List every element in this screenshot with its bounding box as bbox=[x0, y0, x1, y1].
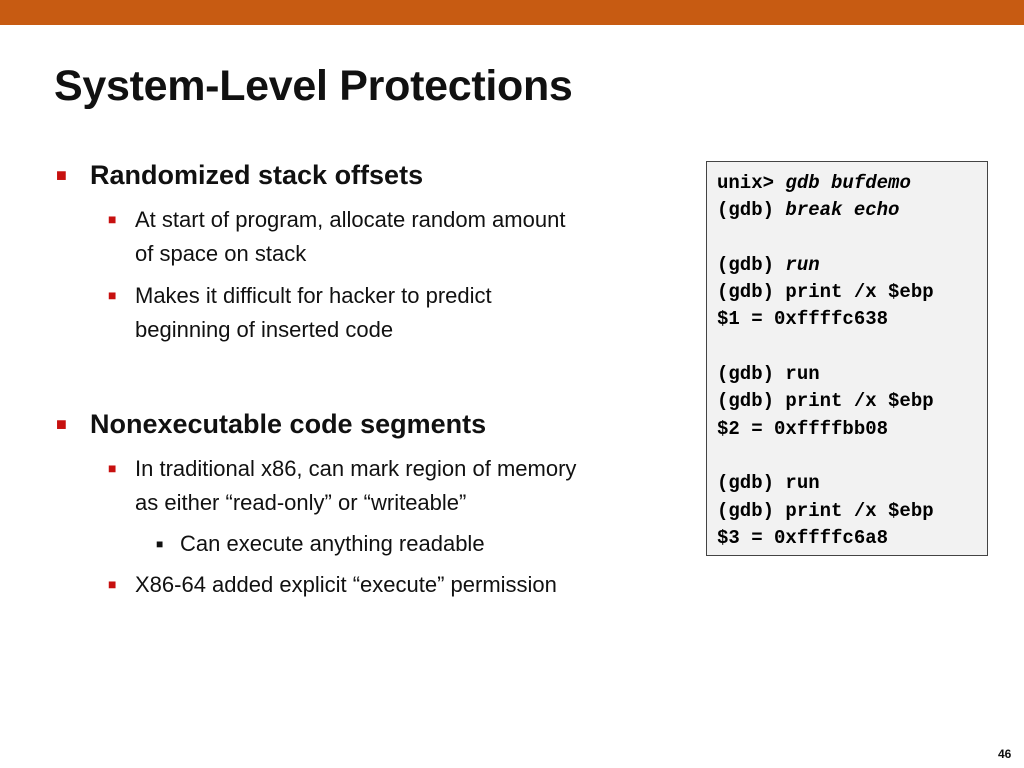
sub-sub-bullet-execute-readable: ■ Can execute anything readable bbox=[156, 527, 485, 561]
bullet-nonexecutable: ■ Nonexecutable code segments bbox=[56, 407, 487, 441]
square-bullet-icon: ■ bbox=[108, 287, 117, 303]
sub-bullet-line: as either “read-only” or “writeable” bbox=[135, 490, 467, 515]
square-bullet-icon: ■ bbox=[108, 576, 117, 592]
gdb-code-box: unix> gdb bufdemo (gdb) break echo (gdb)… bbox=[706, 161, 988, 556]
top-accent-bar bbox=[0, 0, 1024, 25]
code-line: (gdb) print /x $ebp bbox=[717, 281, 934, 304]
bullet-randomized-stack: ■ Randomized stack offsets bbox=[56, 158, 424, 192]
code-line: (gdb) run bbox=[717, 253, 820, 276]
sub-bullet-traditional-x86: ■ In traditional x86, can mark region of… bbox=[108, 452, 577, 520]
page-number: 46 bbox=[998, 747, 1012, 761]
code-line bbox=[717, 334, 987, 361]
square-bullet-icon: ■ bbox=[108, 211, 117, 227]
sub-bullet-x86-64: ■ X86-64 added explicit “execute” permis… bbox=[108, 568, 557, 602]
sub-bullet-allocate: ■ At start of program, allocate random a… bbox=[108, 203, 566, 271]
code-line: (gdb) run bbox=[717, 472, 820, 495]
code-line: $2 = 0xffffbb08 bbox=[717, 417, 889, 440]
sub-sub-bullet-text: Can execute anything readable bbox=[180, 531, 485, 556]
square-bullet-icon: ■ bbox=[108, 460, 117, 476]
square-bullet-icon: ■ bbox=[56, 165, 67, 185]
sub-bullet-line: beginning of inserted code bbox=[135, 317, 394, 342]
code-line: (gdb) print /x $ebp bbox=[717, 499, 934, 522]
code-line: (gdb) print /x $ebp bbox=[717, 390, 934, 413]
sub-bullet-line: X86-64 added explicit “execute” permissi… bbox=[135, 572, 557, 597]
bullet-text: Nonexecutable code segments bbox=[90, 409, 487, 439]
sub-bullet-line: of space on stack bbox=[135, 241, 307, 266]
sub-bullet-line: At start of program, allocate random amo… bbox=[135, 207, 566, 232]
square-bullet-icon: ■ bbox=[56, 414, 67, 434]
slide-title: System-Level Protections bbox=[54, 62, 573, 110]
bullet-text: Randomized stack offsets bbox=[90, 160, 424, 190]
code-line: (gdb) break echo bbox=[717, 199, 900, 222]
code-line: (gdb) run bbox=[717, 363, 820, 386]
sub-bullet-line: Makes it difficult for hacker to predict bbox=[135, 283, 492, 308]
code-line: $1 = 0xffffc638 bbox=[717, 308, 889, 331]
sub-bullet-difficult: ■ Makes it difficult for hacker to predi… bbox=[108, 279, 492, 347]
small-square-bullet-icon: ■ bbox=[156, 537, 164, 551]
code-line bbox=[717, 225, 987, 252]
code-line: unix> gdb bufdemo bbox=[717, 172, 911, 194]
code-line bbox=[717, 443, 987, 470]
sub-bullet-line: In traditional x86, can mark region of m… bbox=[135, 456, 577, 481]
code-line: $3 = 0xffffc6a8 bbox=[717, 526, 889, 549]
